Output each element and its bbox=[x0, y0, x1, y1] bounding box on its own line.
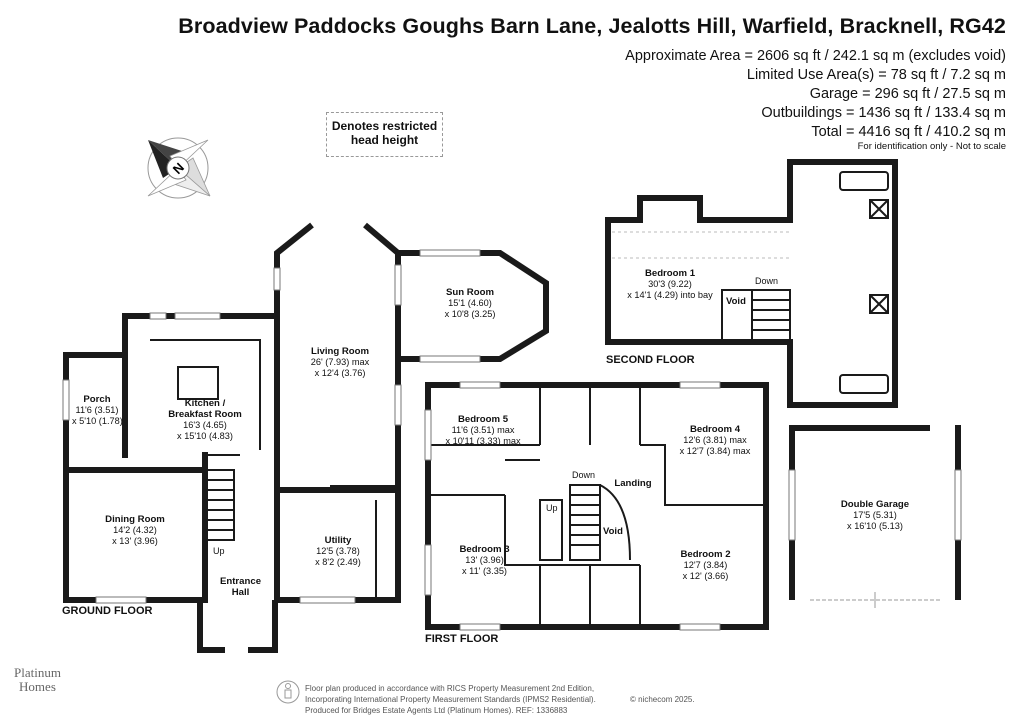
room-dimension: x 10'11 (3.33) max bbox=[445, 436, 521, 446]
legend-line: Denotes restricted bbox=[331, 119, 438, 133]
room-name: Bedroom 1 bbox=[644, 268, 696, 279]
room-name: Landing bbox=[614, 478, 652, 489]
room-bedroom-1: Bedroom 1 30'3 (9.22) x 14'1 (4.29) into… bbox=[620, 268, 720, 301]
compass-icon: N bbox=[147, 137, 211, 199]
identification-note: For identification only - Not to scale bbox=[857, 141, 1006, 152]
room-utility: Utility 12'5 (3.78) x 8'2 (2.49) bbox=[308, 535, 368, 568]
room-dimension: 16'3 (4.65) bbox=[183, 420, 227, 430]
second-floor-label: SECOND FLOOR bbox=[606, 354, 695, 366]
room-dimension: x 15'10 (4.83) bbox=[177, 431, 233, 441]
room-dimension: x 16'10 (5.13) bbox=[847, 521, 903, 531]
person-icon bbox=[276, 680, 300, 704]
first-floor-label: FIRST FLOOR bbox=[425, 633, 499, 645]
room-sun: Sun Room 15'1 (4.60) x 10'8 (3.25) bbox=[435, 287, 505, 320]
room-dimension: 12'6 (3.81) max bbox=[683, 435, 747, 445]
stairs-down-label: Down bbox=[755, 276, 779, 286]
room-dimension: x 14'1 (4.29) into bay bbox=[627, 290, 713, 300]
footer-copyright: © nichecom 2025. bbox=[630, 695, 695, 704]
room-dimension: x 11' (3.35) bbox=[462, 566, 507, 576]
room-bedroom-5: Bedroom 5 11'6 (3.51) max x 10'11 (3.33)… bbox=[438, 414, 528, 447]
area-line: Total = 4416 sq ft / 410.2 sq m bbox=[811, 124, 1006, 140]
second-floor-walls bbox=[605, 159, 898, 408]
room-name: Kitchen / bbox=[184, 398, 226, 409]
brand-logo: Platinum Homes bbox=[14, 666, 61, 694]
room-name: Entrance bbox=[219, 576, 262, 587]
room-name: Bedroom 3 bbox=[459, 544, 510, 555]
room-name: Bedroom 5 bbox=[457, 414, 509, 425]
room-name: Double Garage bbox=[840, 499, 910, 510]
footer-line: Incorporating International Property Mea… bbox=[305, 695, 596, 704]
room-hall: Entrance Hall bbox=[213, 576, 268, 598]
area-line: Outbuildings = 1436 sq ft / 133.4 sq m bbox=[761, 105, 1006, 121]
room-dimension: x 8'2 (2.49) bbox=[315, 557, 361, 567]
room-name: Sun Room bbox=[446, 287, 494, 298]
room-name: Porch bbox=[83, 394, 111, 405]
room-dimension: 11'6 (3.51) max bbox=[451, 425, 515, 435]
stairs-down-label: Down bbox=[572, 470, 596, 480]
footer-line: Produced for Bridges Estate Agents Ltd (… bbox=[305, 706, 568, 715]
brand-line: Platinum bbox=[14, 665, 61, 680]
room-name: Living Room bbox=[310, 346, 370, 357]
room-dimension: 17'5 (5.31) bbox=[853, 510, 897, 520]
room-dimension: x 12' (3.66) bbox=[682, 571, 729, 581]
room-landing: Landing bbox=[608, 478, 658, 489]
room-dimension: x 13' (3.96) bbox=[112, 536, 158, 546]
room-dimension: x 12'4 (3.76) bbox=[314, 368, 366, 378]
footer-line: Floor plan produced in accordance with R… bbox=[305, 684, 595, 693]
room-dimension: x 5'10 (1.78) bbox=[72, 416, 123, 426]
area-line: Approximate Area = 2606 sq ft / 242.1 sq… bbox=[625, 48, 1006, 64]
void-label: Void bbox=[603, 526, 623, 537]
area-line: Limited Use Area(s) = 78 sq ft / 7.2 sq … bbox=[746, 67, 1006, 83]
room-name: Hall bbox=[231, 587, 250, 598]
void-label: Void bbox=[726, 296, 746, 307]
room-dimension: 26' (7.93) max bbox=[310, 357, 370, 367]
footer-note: Floor plan produced in accordance with R… bbox=[305, 683, 695, 716]
room-dimension: 13' (3.96) bbox=[465, 555, 504, 565]
room-living: Living Room 26' (7.93) max x 12'4 (3.76) bbox=[300, 346, 380, 379]
room-dining: Dining Room 14'2 (4.32) x 13' (3.96) bbox=[100, 514, 170, 547]
room-name: Breakfast Room bbox=[168, 409, 242, 420]
page-title: Broadview Paddocks Goughs Barn Lane, Jea… bbox=[178, 14, 1006, 38]
room-bedroom-2: Bedroom 2 12'7 (3.84) x 12' (3.66) bbox=[668, 549, 743, 582]
ground-floor-label: GROUND FLOOR bbox=[62, 605, 153, 617]
room-kitchen: Kitchen / Breakfast Room 16'3 (4.65) x 1… bbox=[160, 398, 250, 442]
room-name: Bedroom 2 bbox=[680, 549, 731, 560]
room-garage: Double Garage 17'5 (5.31) x 16'10 (5.13) bbox=[830, 499, 920, 532]
room-dimension: 11'6 (3.51) bbox=[75, 405, 119, 415]
legend-line: head height bbox=[350, 133, 419, 147]
room-name: Utility bbox=[324, 535, 352, 546]
room-dimension: x 10'8 (3.25) bbox=[444, 309, 496, 319]
room-bedroom-4: Bedroom 4 12'6 (3.81) max x 12'7 (3.84) … bbox=[670, 424, 760, 457]
room-dimension: 12'7 (3.84) bbox=[683, 560, 728, 570]
room-dimension: 30'3 (9.22) bbox=[648, 279, 692, 289]
restricted-height-legend: Denotes restricted head height bbox=[326, 112, 443, 157]
room-dimension: 15'1 (4.60) bbox=[448, 298, 492, 308]
area-line: Garage = 296 sq ft / 27.5 sq m bbox=[809, 86, 1006, 102]
room-name: Bedroom 4 bbox=[689, 424, 741, 435]
room-dimension: x 12'7 (3.84) max bbox=[679, 446, 751, 456]
room-dimension: 14'2 (4.32) bbox=[113, 525, 157, 535]
room-bedroom-3: Bedroom 3 13' (3.96) x 11' (3.35) bbox=[447, 544, 522, 577]
first-floor-walls bbox=[425, 382, 769, 630]
room-dimension: 12'5 (3.78) bbox=[316, 546, 360, 556]
brand-line: Homes bbox=[19, 679, 56, 694]
stairs-up-label: Up bbox=[213, 546, 225, 556]
room-name: Dining Room bbox=[105, 514, 165, 525]
stairs-up-label: Up bbox=[546, 503, 558, 513]
area-summary: Approximate Area = 2606 sq ft / 242.1 sq… bbox=[625, 47, 1006, 142]
room-porch: Porch 11'6 (3.51) x 5'10 (1.78) bbox=[72, 394, 123, 427]
garage-walls bbox=[789, 425, 961, 600]
